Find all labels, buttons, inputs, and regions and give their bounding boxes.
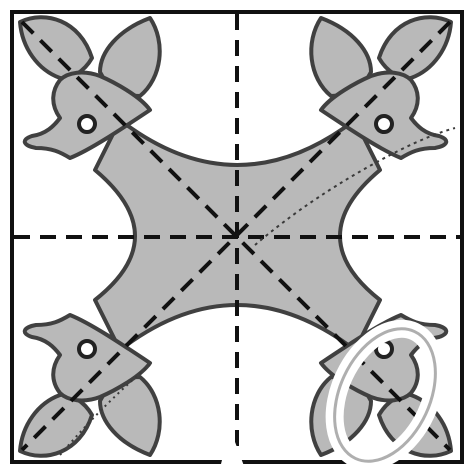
eye-icon <box>79 116 95 132</box>
eye-icon <box>376 116 392 132</box>
eye-icon <box>79 341 95 357</box>
